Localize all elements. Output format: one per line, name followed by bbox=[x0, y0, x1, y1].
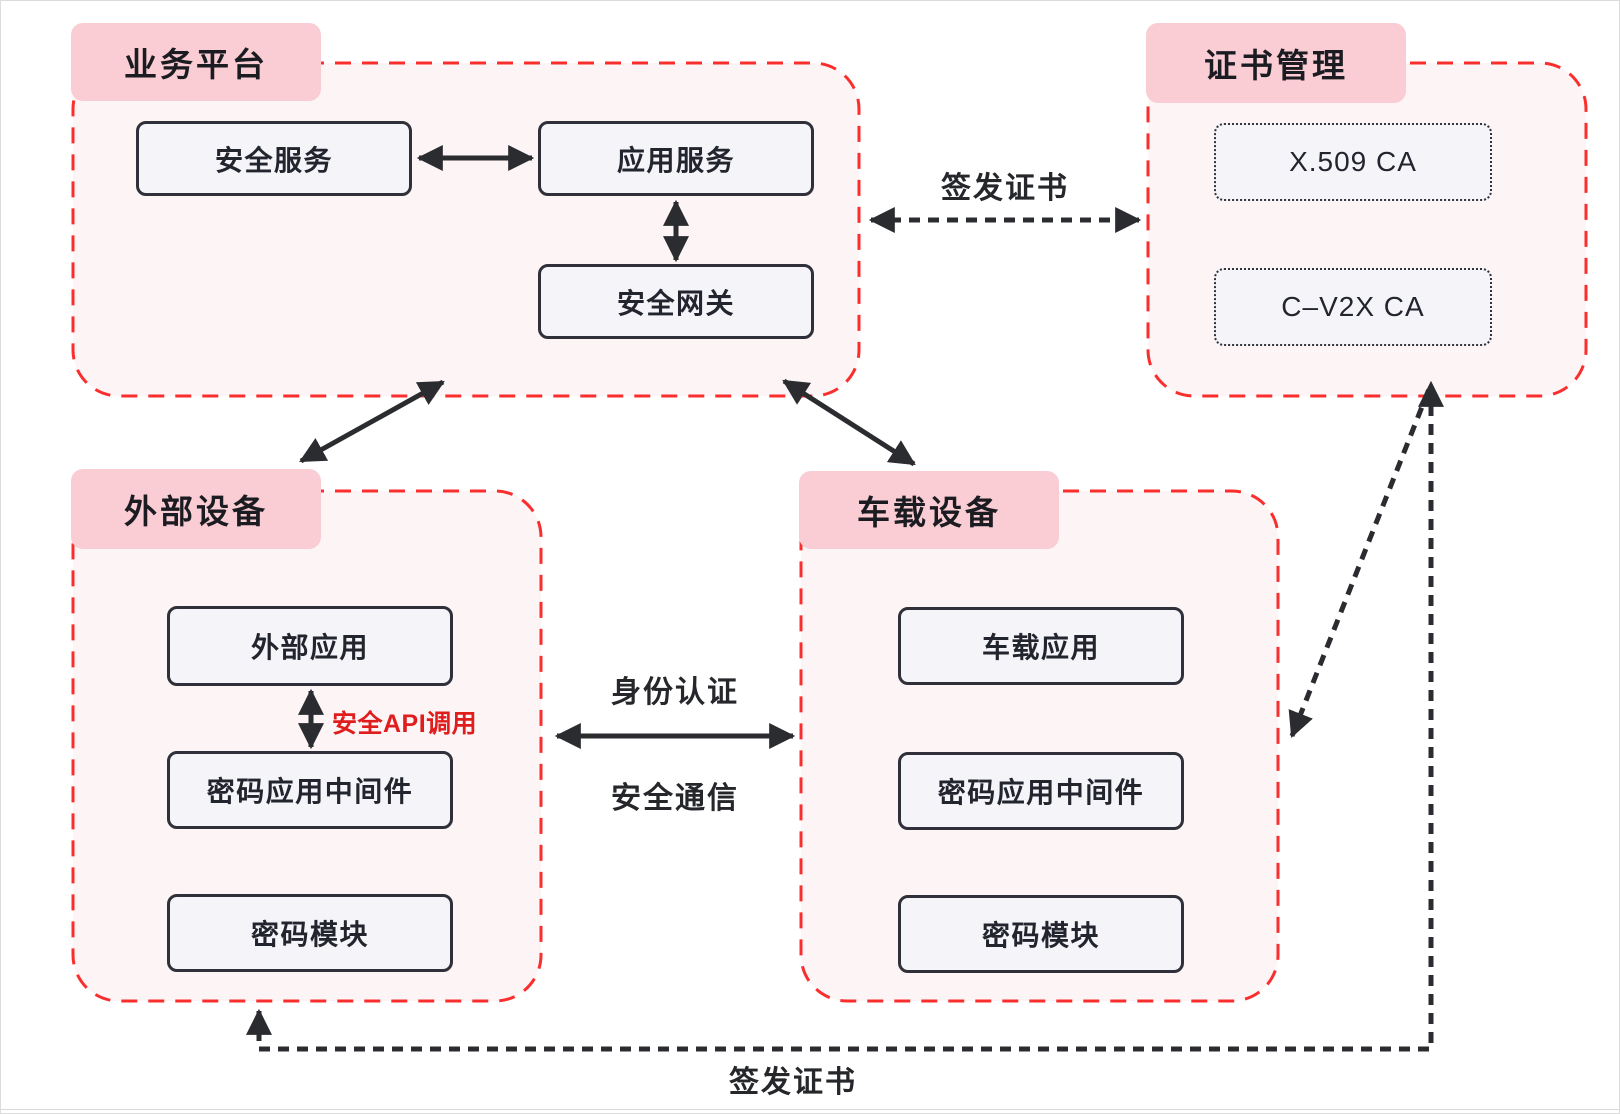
window-bottom-divider bbox=[1, 1109, 1619, 1110]
node-vehicle-app: 车载应用 bbox=[898, 607, 1184, 685]
node-crypto-middleware-vehicle: 密码应用中间件 bbox=[898, 752, 1184, 830]
edge-label-issue-cert-bottom: 签发证书 bbox=[729, 1066, 857, 1099]
node-crypto-module-vehicle: 密码模块 bbox=[898, 895, 1184, 973]
group-label-external-device: 外部设备 bbox=[71, 469, 321, 549]
arrow-cert-vehicle-issue bbox=[1288, 388, 1432, 739]
node-x509-ca: X.509 CA bbox=[1214, 123, 1492, 201]
cert-management-container bbox=[1146, 61, 1588, 398]
group-label-vehicle-device: 车载设备 bbox=[799, 471, 1059, 549]
node-security-service: 安全服务 bbox=[136, 121, 412, 196]
arrow-cert-external-issue bbox=[246, 380, 1444, 1052]
node-crypto-module-external: 密码模块 bbox=[167, 894, 453, 972]
edge-label-secure-api-call: 安全API调用 bbox=[332, 710, 478, 738]
node-cv2x-ca: C–V2X CA bbox=[1214, 268, 1492, 346]
arrow-platform-vehicle-device bbox=[782, 378, 916, 467]
edge-label-identity-auth: 身份认证 bbox=[611, 676, 739, 709]
business-platform-container bbox=[71, 61, 861, 398]
group-label-business-platform: 业务平台 bbox=[71, 23, 321, 101]
edge-label-secure-comm: 安全通信 bbox=[611, 782, 739, 815]
node-security-gateway: 安全网关 bbox=[538, 264, 814, 339]
node-crypto-middleware-external: 密码应用中间件 bbox=[167, 751, 453, 829]
group-label-cert-management: 证书管理 bbox=[1146, 23, 1406, 103]
node-app-service: 应用服务 bbox=[538, 121, 814, 196]
node-external-app: 外部应用 bbox=[167, 606, 453, 686]
edge-label-issue-cert-top: 签发证书 bbox=[941, 172, 1069, 205]
